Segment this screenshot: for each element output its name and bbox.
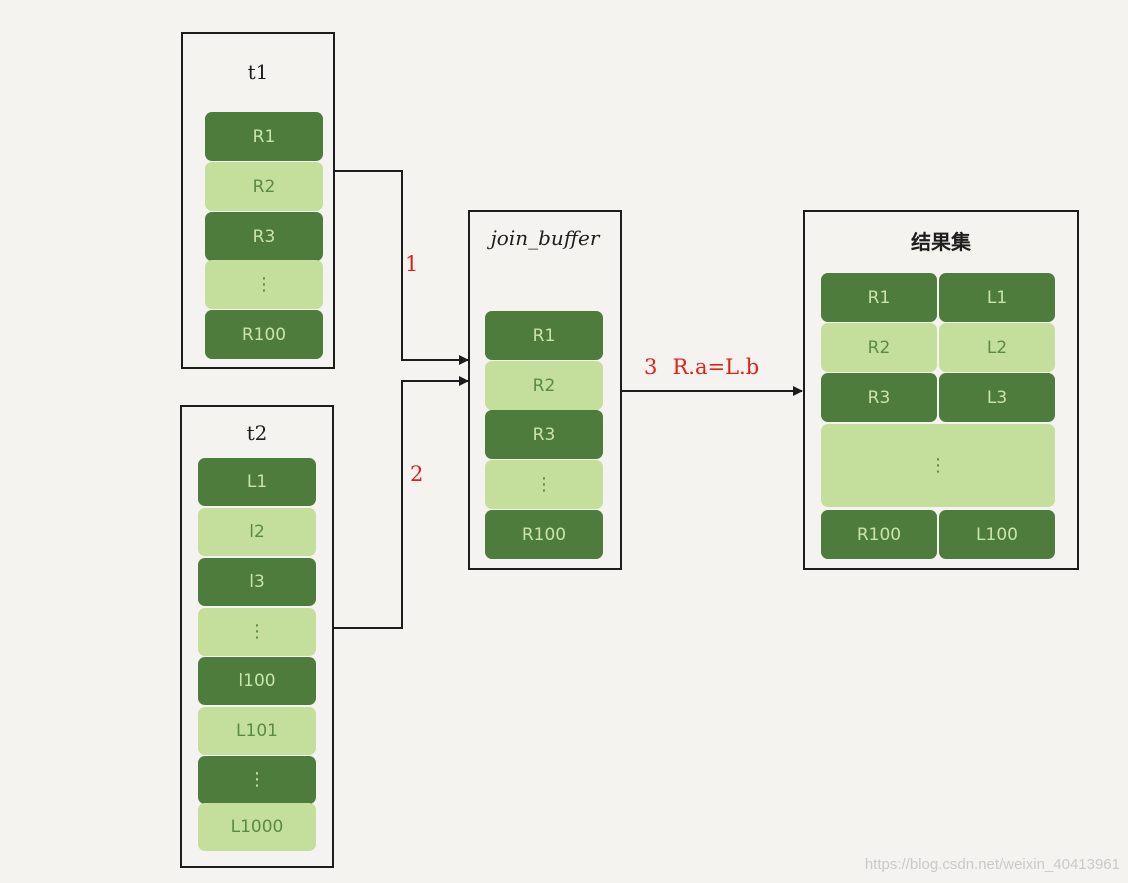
t2-row: L1 <box>198 458 316 506</box>
result-set-title: 结果集 <box>911 230 971 254</box>
t2-row: l2 <box>198 508 316 556</box>
t1-row: R1 <box>205 112 323 161</box>
t2-row: L1000 <box>198 803 316 851</box>
jb-row: R1 <box>485 311 603 360</box>
t2-row: ⋮ <box>198 756 316 804</box>
join-condition: R.a=L.b <box>672 355 760 379</box>
t1-row: R2 <box>205 162 323 211</box>
t2-row: l100 <box>198 657 316 705</box>
step-3-group: 3 R.a=L.b <box>644 355 759 379</box>
result-set-cell: ⋮ <box>821 424 1055 507</box>
watermark: https://blog.csdn.net/weixin_40413961 <box>864 856 1120 873</box>
result-set-cell: R1 <box>821 273 937 322</box>
jb-row: R3 <box>485 410 603 459</box>
join-buffer-title: join_buffer <box>490 226 600 250</box>
result-set-cell: L3 <box>939 373 1055 422</box>
t1-row: ⋮ <box>205 260 323 309</box>
t1-row: R100 <box>205 310 323 359</box>
step-3-label: 3 <box>644 355 658 379</box>
jb-row: ⋮ <box>485 460 603 509</box>
arrow-t1-to-join-buffer <box>334 170 469 365</box>
result-set-cell: L100 <box>939 510 1055 559</box>
t2-row: ⋮ <box>198 608 316 656</box>
t2-row: l3 <box>198 558 316 606</box>
result-set-cell: R100 <box>821 510 937 559</box>
arrow-t2-to-join-buffer <box>334 376 469 629</box>
jb-row: R100 <box>485 510 603 559</box>
result-set-cell: L1 <box>939 273 1055 322</box>
result-set-cell: R3 <box>821 373 937 422</box>
t2-row: L101 <box>198 707 316 755</box>
result-set-cell: L2 <box>939 323 1055 372</box>
table-t2-title: t2 <box>246 421 268 445</box>
table-t1-title: t1 <box>247 60 269 84</box>
step-2-label: 2 <box>410 462 424 486</box>
step-1-label: 1 <box>405 252 419 276</box>
jb-row: R2 <box>485 361 603 410</box>
result-set-cell: R2 <box>821 323 937 372</box>
t1-row: R3 <box>205 212 323 261</box>
